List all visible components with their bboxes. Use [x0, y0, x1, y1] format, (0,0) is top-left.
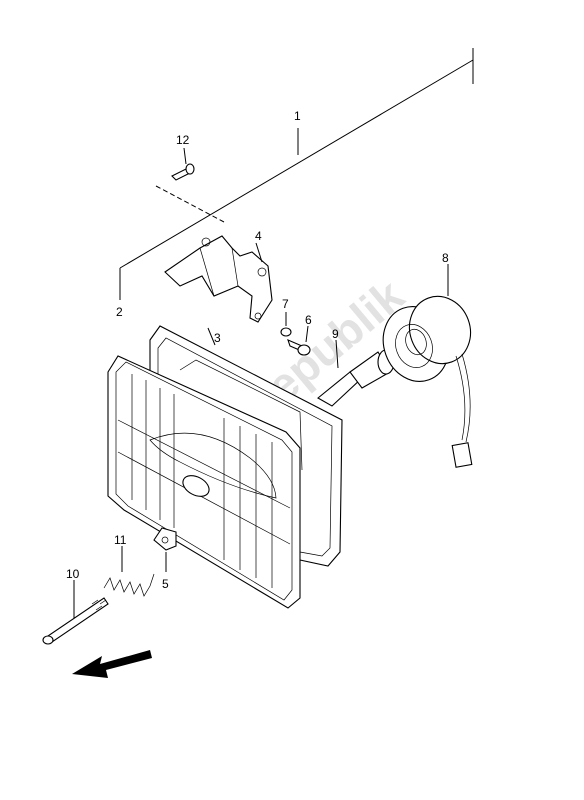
callout-5: 5	[162, 577, 169, 591]
callout-1: 1	[294, 109, 301, 123]
callout-9: 9	[332, 327, 339, 341]
callout-10: 10	[66, 567, 80, 581]
callout-6: 6	[305, 313, 312, 327]
callout-8: 8	[442, 251, 449, 265]
screw-part-12	[171, 147, 195, 181]
spring-part	[103, 546, 155, 597]
callout-12: 12	[176, 133, 190, 147]
callout-3: 3	[214, 331, 221, 345]
assembly-bracket	[119, 48, 474, 300]
washer-part-7	[280, 312, 292, 337]
mounting-bracket-part	[164, 235, 273, 323]
callout-4: 4	[255, 229, 262, 243]
adjusting-screw-part	[42, 580, 109, 645]
callout-7: 7	[282, 297, 289, 311]
socket-part	[382, 264, 473, 468]
screw-part-6	[287, 325, 311, 356]
headlamp-lens-part	[107, 355, 303, 609]
callout-11: 11	[114, 533, 127, 547]
callout-2: 2	[116, 305, 123, 319]
direction-arrow	[72, 650, 152, 678]
adjuster-nut-part	[153, 527, 177, 572]
